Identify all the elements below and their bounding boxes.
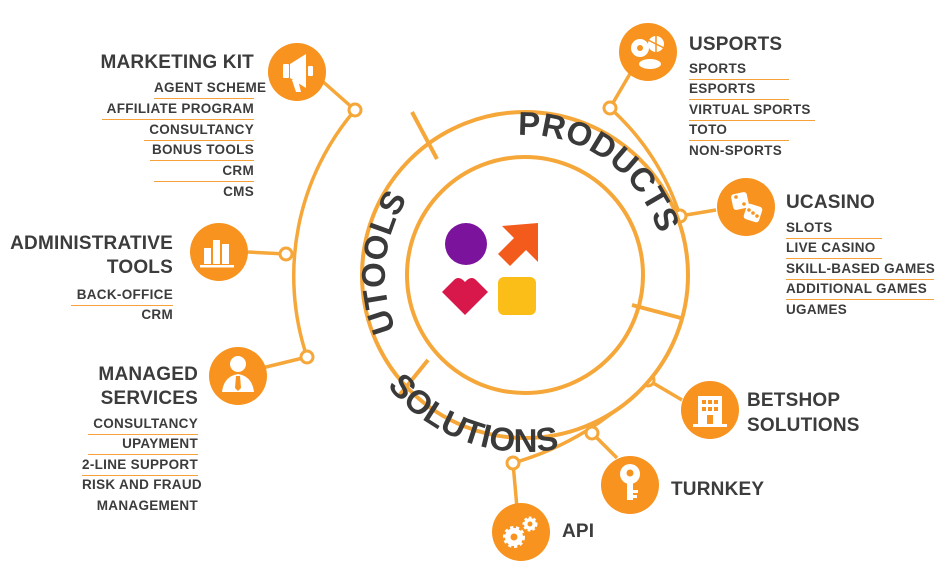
- marketing-item[interactable]: CONSULTANCY: [144, 120, 254, 141]
- betshop-title-line2: SOLUTIONS: [747, 415, 860, 436]
- dice-icon: [731, 192, 763, 223]
- admin-tools-title-line2: TOOLS: [106, 257, 173, 278]
- top-right-connector-arc: [608, 106, 682, 217]
- ucasino-title: UCASINO: [786, 192, 876, 213]
- managed-item[interactable]: MANAGEMENT: [96, 498, 198, 513]
- ucasino-item[interactable]: ADDITIONAL GAMES: [786, 279, 934, 300]
- ring-divider: [396, 358, 430, 399]
- marketing-item[interactable]: AFFILIATE PROGRAM: [102, 99, 254, 120]
- ring-divider: [410, 111, 439, 160]
- junction-dot: [347, 102, 363, 118]
- usports-item[interactable]: SPORTS: [689, 59, 789, 80]
- marketing-item[interactable]: CMS: [223, 184, 254, 199]
- branch-api: [511, 462, 519, 509]
- logo-yellow-square: [498, 277, 536, 315]
- junction-dot: [584, 425, 600, 441]
- junction-dot: [505, 455, 521, 471]
- marketing-item[interactable]: CRM: [154, 161, 254, 182]
- center-logo: [442, 223, 538, 315]
- bar-chart-icon: [200, 240, 234, 268]
- megaphone-icon: [283, 54, 313, 92]
- junction-dot: [278, 246, 294, 262]
- marketing-item[interactable]: AGENT SCHEME: [154, 78, 266, 99]
- ring-divider: [631, 303, 682, 320]
- branch-managed: [261, 355, 308, 370]
- logo-red-heart: [442, 278, 488, 315]
- left-connector-arc: [292, 108, 357, 358]
- admin-item[interactable]: CRM: [141, 307, 173, 322]
- inner-ring: [405, 155, 645, 395]
- sports-balls-icon: [631, 36, 665, 69]
- marketing-kit-title: MARKETING KIT: [100, 52, 254, 73]
- usports-item[interactable]: ESPORTS: [689, 79, 789, 100]
- logo-orange-arrow: [498, 223, 538, 266]
- admin-item[interactable]: BACK-OFFICE: [71, 285, 173, 306]
- junction-dot: [299, 349, 315, 365]
- managed-services-title-line2: SERVICES: [100, 388, 198, 409]
- turnkey-title: TURNKEY: [671, 479, 765, 500]
- logo-purple-circle: [445, 223, 487, 265]
- building-icon: [693, 396, 727, 427]
- key-icon: [620, 464, 640, 500]
- junction-dot: [602, 100, 618, 116]
- gears-icon: [503, 516, 538, 548]
- usports-item[interactable]: TOTO: [689, 120, 789, 141]
- ucasino-item[interactable]: SKILL-BASED GAMES: [786, 259, 935, 280]
- managed-item[interactable]: UPAYMENT: [88, 434, 198, 455]
- betshop-title-line1: BETSHOP: [747, 390, 841, 411]
- ucasino-item[interactable]: LIVE CASINO: [786, 238, 882, 259]
- usports-item[interactable]: VIRTUAL SPORTS: [689, 100, 815, 121]
- usports-title: USPORTS: [689, 34, 783, 55]
- managed-services-title-line1: MANAGED: [98, 364, 198, 385]
- marketing-item[interactable]: BONUS TOOLS: [150, 140, 254, 161]
- manager-icon: [222, 356, 254, 392]
- ucasino-item[interactable]: UGAMES: [786, 302, 848, 317]
- usports-item[interactable]: NON-SPORTS: [689, 143, 783, 158]
- managed-item[interactable]: 2-LINE SUPPORT: [82, 455, 198, 476]
- managed-item[interactable]: RISK AND FRAUD: [82, 477, 202, 492]
- managed-item[interactable]: CONSULTANCY: [88, 414, 198, 435]
- admin-tools-title-line1: ADMINISTRATIVE: [10, 233, 173, 254]
- api-title: API: [562, 521, 595, 542]
- ucasino-item[interactable]: SLOTS: [786, 218, 882, 239]
